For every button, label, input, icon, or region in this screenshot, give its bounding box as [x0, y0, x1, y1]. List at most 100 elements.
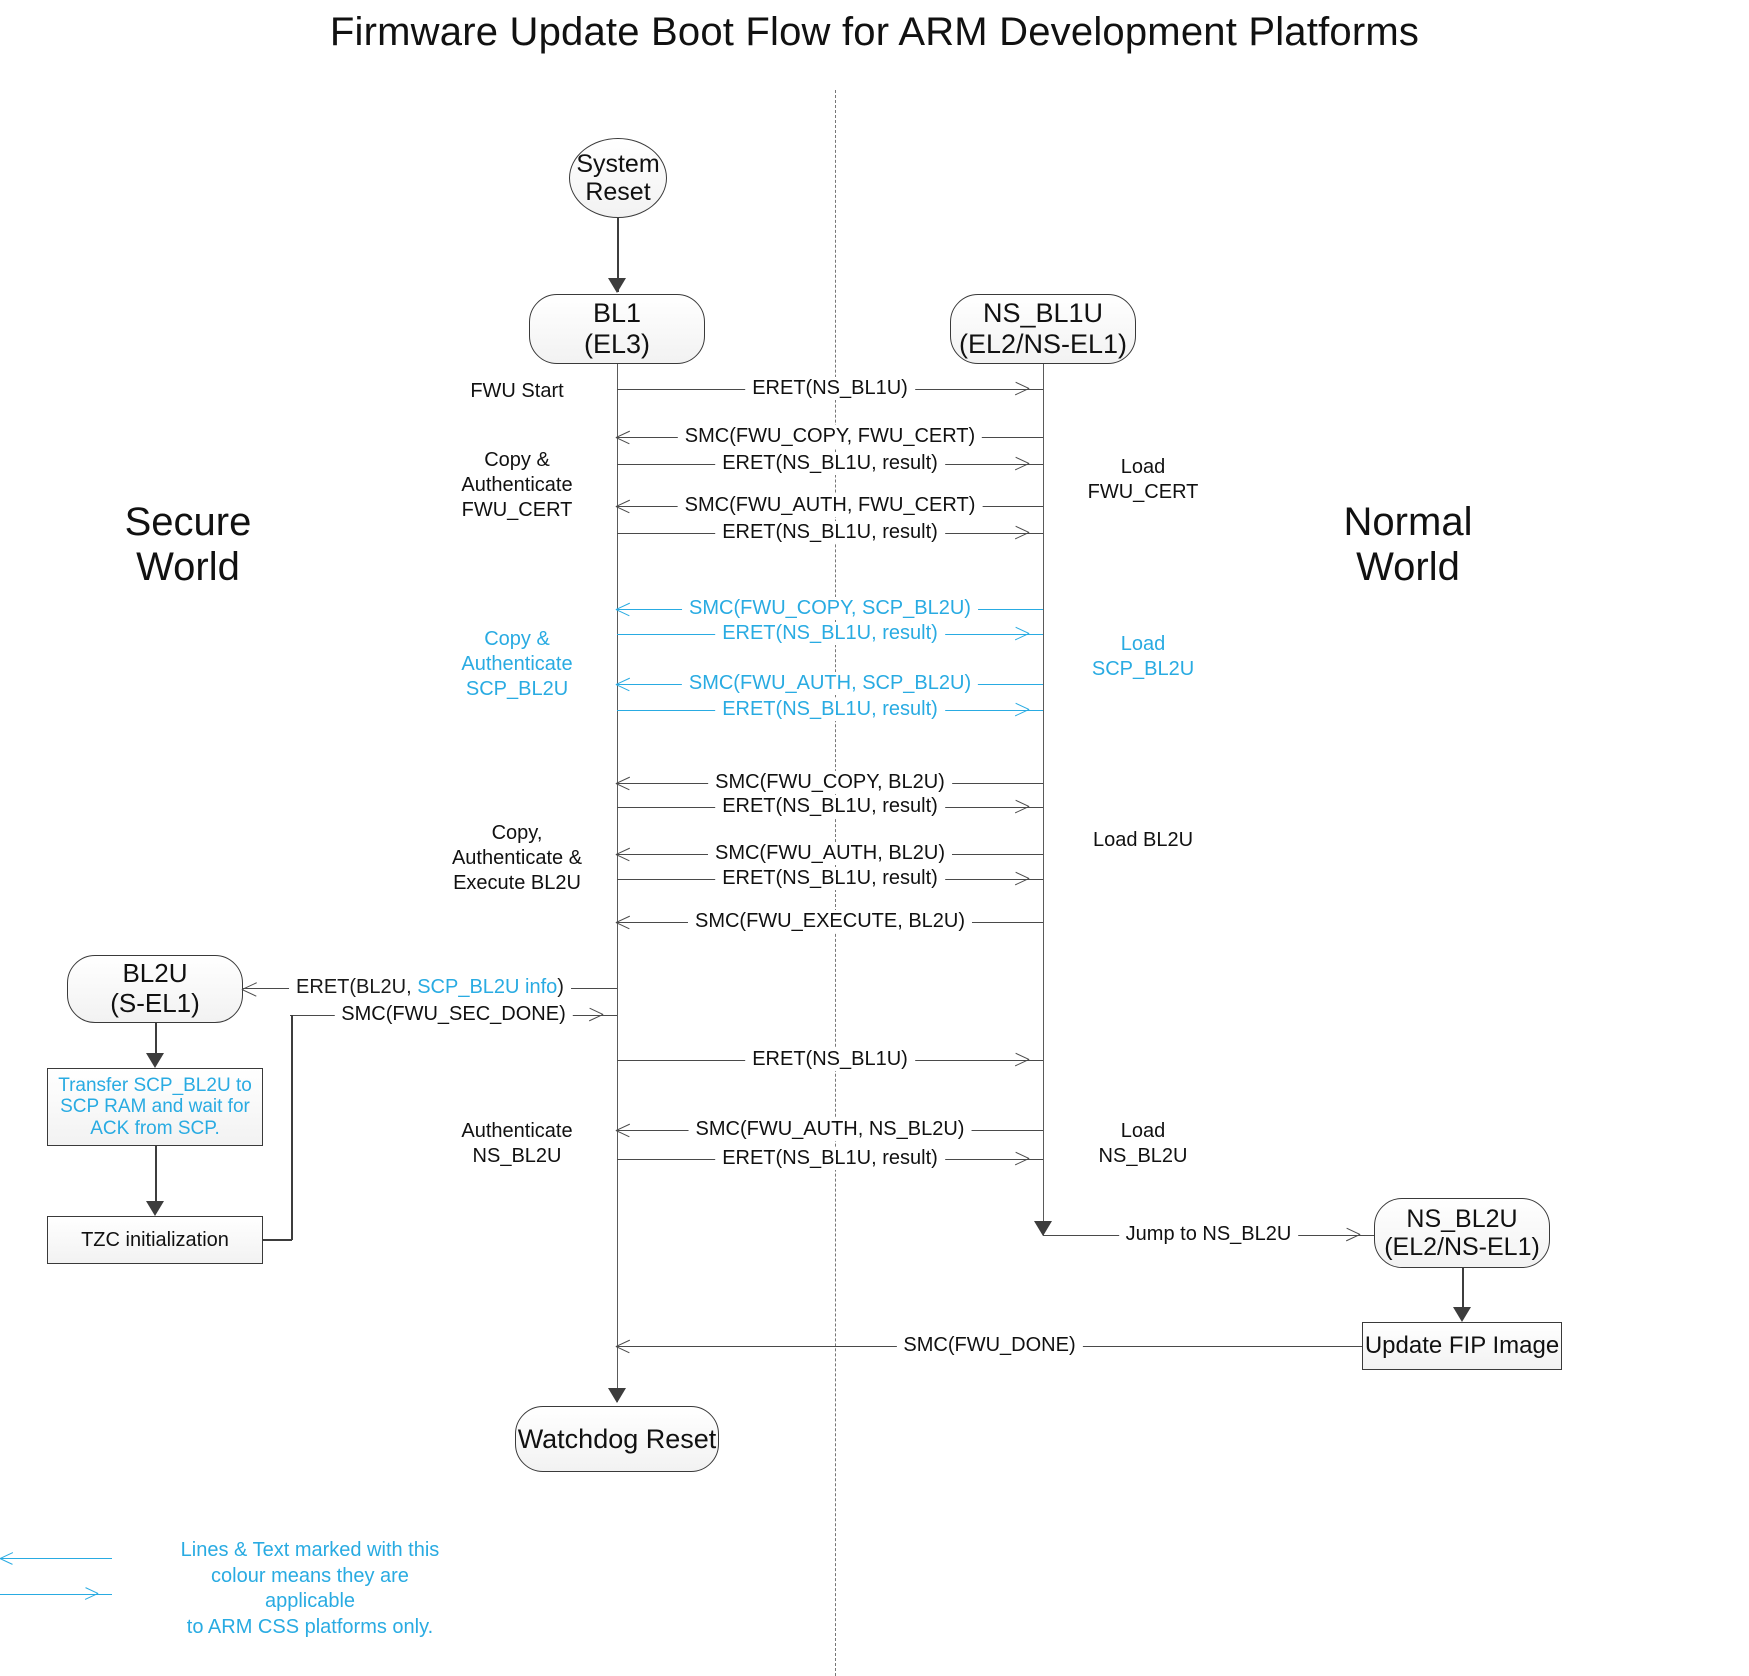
node-update-fip-image[interactable]: Update FIP Image — [1362, 1322, 1562, 1370]
message-m18-label: SMC(FWU_DONE) — [896, 1334, 1083, 1357]
message-m9[interactable]: ERET(NS_BL1U, result) — [617, 698, 1044, 721]
annotation-fwu-start: FWU Start — [470, 380, 564, 402]
message-m2[interactable]: SMC(FWU_COPY, FWU_CERT) — [616, 425, 1043, 448]
arrowhead-left-icon — [616, 1123, 631, 1138]
message-m11-label: ERET(NS_BL1U, result) — [715, 795, 945, 818]
smc-fwu-sec-done-vertical-leg — [291, 1015, 293, 1240]
arrowhead-right-icon — [1029, 1053, 1044, 1068]
arrowhead-right-icon — [1029, 872, 1044, 887]
message-m14-label: SMC(FWU_EXECUTE, BL2U) — [687, 910, 973, 933]
message-eret-bl2u[interactable]: ERET(BL2U, SCP_BL2U info) — [242, 976, 617, 999]
arrowhead-left-icon — [0, 1551, 14, 1565]
arrowhead-left-icon — [242, 981, 258, 997]
message-m11[interactable]: ERET(NS_BL1U, result) — [617, 795, 1044, 818]
page-title: Firmware Update Boot Flow for ARM Develo… — [329, 10, 1420, 54]
message-m7[interactable]: ERET(NS_BL1U, result) — [617, 622, 1044, 645]
arrowhead-right-icon — [98, 1587, 112, 1601]
message-m10[interactable]: SMC(FWU_COPY, BL2U) — [616, 771, 1043, 794]
legend-arrow-right — [0, 1587, 112, 1601]
message-smc-fwu-sec-done[interactable]: SMC(FWU_SEC_DONE) — [290, 1003, 617, 1026]
normal-world-label: Normal World — [1343, 500, 1473, 589]
arrowhead-right-icon — [1029, 800, 1044, 815]
message-m5-label: ERET(NS_BL1U, result) — [715, 521, 945, 544]
annotation-load-scp-bl2u: Load SCP_BL2U — [1091, 633, 1195, 680]
annotation-copy-authenticate-execute-bl2u: Copy, Authenticate & Execute BL2U — [451, 822, 583, 894]
message-m12[interactable]: SMC(FWU_AUTH, BL2U) — [616, 842, 1043, 865]
arrowhead-left-icon — [616, 430, 631, 445]
arrowhead-right-icon — [1029, 627, 1044, 642]
arrowhead-left-icon — [616, 776, 631, 791]
arrow-bl2u-to-transfer-shaft — [155, 1023, 157, 1053]
message-m1[interactable]: ERET(NS_BL1U) — [617, 377, 1044, 400]
message-m18[interactable]: SMC(FWU_DONE) — [616, 1334, 1362, 1357]
arrow-nsbl2u-to-fip-shaft — [1462, 1268, 1464, 1307]
node-bl2u[interactable]: BL2U (S-EL1) — [67, 955, 243, 1023]
annotation-load-fwu-cert: Load FWU_CERT — [1087, 456, 1199, 503]
node-tzc-initialization[interactable]: TZC initialization — [47, 1216, 263, 1264]
secure-world-label: Secure World — [124, 500, 252, 589]
arrowhead-right-icon — [1029, 526, 1044, 541]
annotation-copy-authenticate-fwu-cert: Copy & Authenticate FWU_CERT — [461, 449, 573, 521]
message-m6[interactable]: SMC(FWU_COPY, SCP_BL2U) — [616, 597, 1043, 620]
message-m16[interactable]: SMC(FWU_AUTH, NS_BL2U) — [616, 1118, 1043, 1141]
lifeline-bl1 — [617, 364, 618, 1402]
message-m13-label: ERET(NS_BL1U, result) — [715, 867, 945, 890]
node-ns-bl2u[interactable]: NS_BL2U (EL2/NS-EL1) — [1374, 1198, 1550, 1268]
node-system-reset[interactable]: System Reset — [569, 138, 667, 218]
message-jump-to-ns-bl2u-label: Jump to NS_BL2U — [1118, 1223, 1299, 1246]
arrowhead-right-icon — [1029, 1152, 1044, 1167]
message-m4[interactable]: SMC(FWU_AUTH, FWU_CERT) — [616, 494, 1043, 517]
message-m15[interactable]: ERET(NS_BL1U) — [617, 1048, 1044, 1071]
message-m17[interactable]: ERET(NS_BL1U, result) — [617, 1147, 1044, 1170]
legend-arrow-left — [0, 1551, 112, 1565]
message-m9-label: ERET(NS_BL1U, result) — [715, 698, 945, 721]
eret-bl2u-prefix: ERET(BL2U, — [296, 976, 418, 998]
arrowhead-left-icon — [616, 677, 631, 692]
message-smc-fwu-sec-done-label: SMC(FWU_SEC_DONE) — [334, 1003, 573, 1026]
arrowhead-left-icon — [616, 499, 631, 514]
message-m6-label: SMC(FWU_COPY, SCP_BL2U) — [682, 597, 978, 620]
arrow-nsbl2u-to-fip-head — [1453, 1307, 1471, 1322]
arrowhead-right-icon — [1029, 703, 1044, 718]
annotation-authenticate-ns-bl2u: Authenticate NS_BL2U — [461, 1120, 573, 1167]
annotation-load-ns-bl2u: Load NS_BL2U — [1098, 1120, 1188, 1167]
message-m8[interactable]: SMC(FWU_AUTH, SCP_BL2U) — [616, 672, 1043, 695]
message-m3-label: ERET(NS_BL1U, result) — [715, 452, 945, 475]
message-m16-label: SMC(FWU_AUTH, NS_BL2U) — [688, 1118, 972, 1141]
legend-arrow-left-shaft — [0, 1558, 112, 1559]
message-m5[interactable]: ERET(NS_BL1U, result) — [617, 521, 1044, 544]
message-m2-label: SMC(FWU_COPY, FWU_CERT) — [677, 425, 983, 448]
arrowhead-left-icon — [616, 1339, 631, 1354]
eret-bl2u-accent: SCP_BL2U info — [417, 976, 558, 998]
arrowhead-left-icon — [616, 602, 631, 617]
arrowhead-left-icon — [616, 915, 631, 930]
legend-text: Lines & Text marked with this colour mea… — [180, 1539, 440, 1638]
message-m17-label: ERET(NS_BL1U, result) — [715, 1147, 945, 1170]
arrowhead-left-icon — [616, 847, 631, 862]
arrowhead-right-icon — [1360, 1228, 1375, 1243]
node-transfer-scp-bl2u[interactable]: Transfer SCP_BL2U to SCP RAM and wait fo… — [47, 1068, 263, 1146]
arrowhead-right-icon — [1029, 382, 1044, 397]
node-ns-bl1u[interactable]: NS_BL1U (EL2/NS-EL1) — [950, 294, 1136, 364]
message-jump-to-ns-bl2u[interactable]: Jump to NS_BL2U — [1043, 1223, 1375, 1246]
message-m3[interactable]: ERET(NS_BL1U, result) — [617, 452, 1044, 475]
message-m4-label: SMC(FWU_AUTH, FWU_CERT) — [677, 494, 983, 517]
message-eret-bl2u-label: ERET(BL2U, SCP_BL2U info) — [289, 976, 571, 999]
message-m13[interactable]: ERET(NS_BL1U, result) — [617, 867, 1044, 890]
message-m15-label: ERET(NS_BL1U) — [745, 1048, 915, 1071]
arrow-ns-bl1u-terminal-head — [1034, 1221, 1052, 1236]
arrow-reset-to-bl1-shaft — [617, 218, 619, 292]
arrow-bl2u-to-transfer-head — [146, 1053, 164, 1068]
annotation-copy-authenticate-scp-bl2u: Copy & Authenticate SCP_BL2U — [461, 628, 573, 700]
node-bl1[interactable]: BL1 (EL3) — [529, 294, 705, 364]
arrow-bl1-to-watchdog-head — [608, 1388, 626, 1403]
arrow-transfer-to-tzc-head — [146, 1201, 164, 1216]
node-watchdog-reset[interactable]: Watchdog Reset — [515, 1406, 719, 1472]
message-m14[interactable]: SMC(FWU_EXECUTE, BL2U) — [616, 910, 1043, 933]
message-m8-label: SMC(FWU_AUTH, SCP_BL2U) — [681, 672, 979, 695]
legend-arrow-right-shaft — [0, 1594, 112, 1595]
arrowhead-right-icon — [1029, 457, 1044, 472]
message-m1-label: ERET(NS_BL1U) — [745, 377, 915, 400]
eret-bl2u-suffix: ) — [557, 976, 564, 998]
